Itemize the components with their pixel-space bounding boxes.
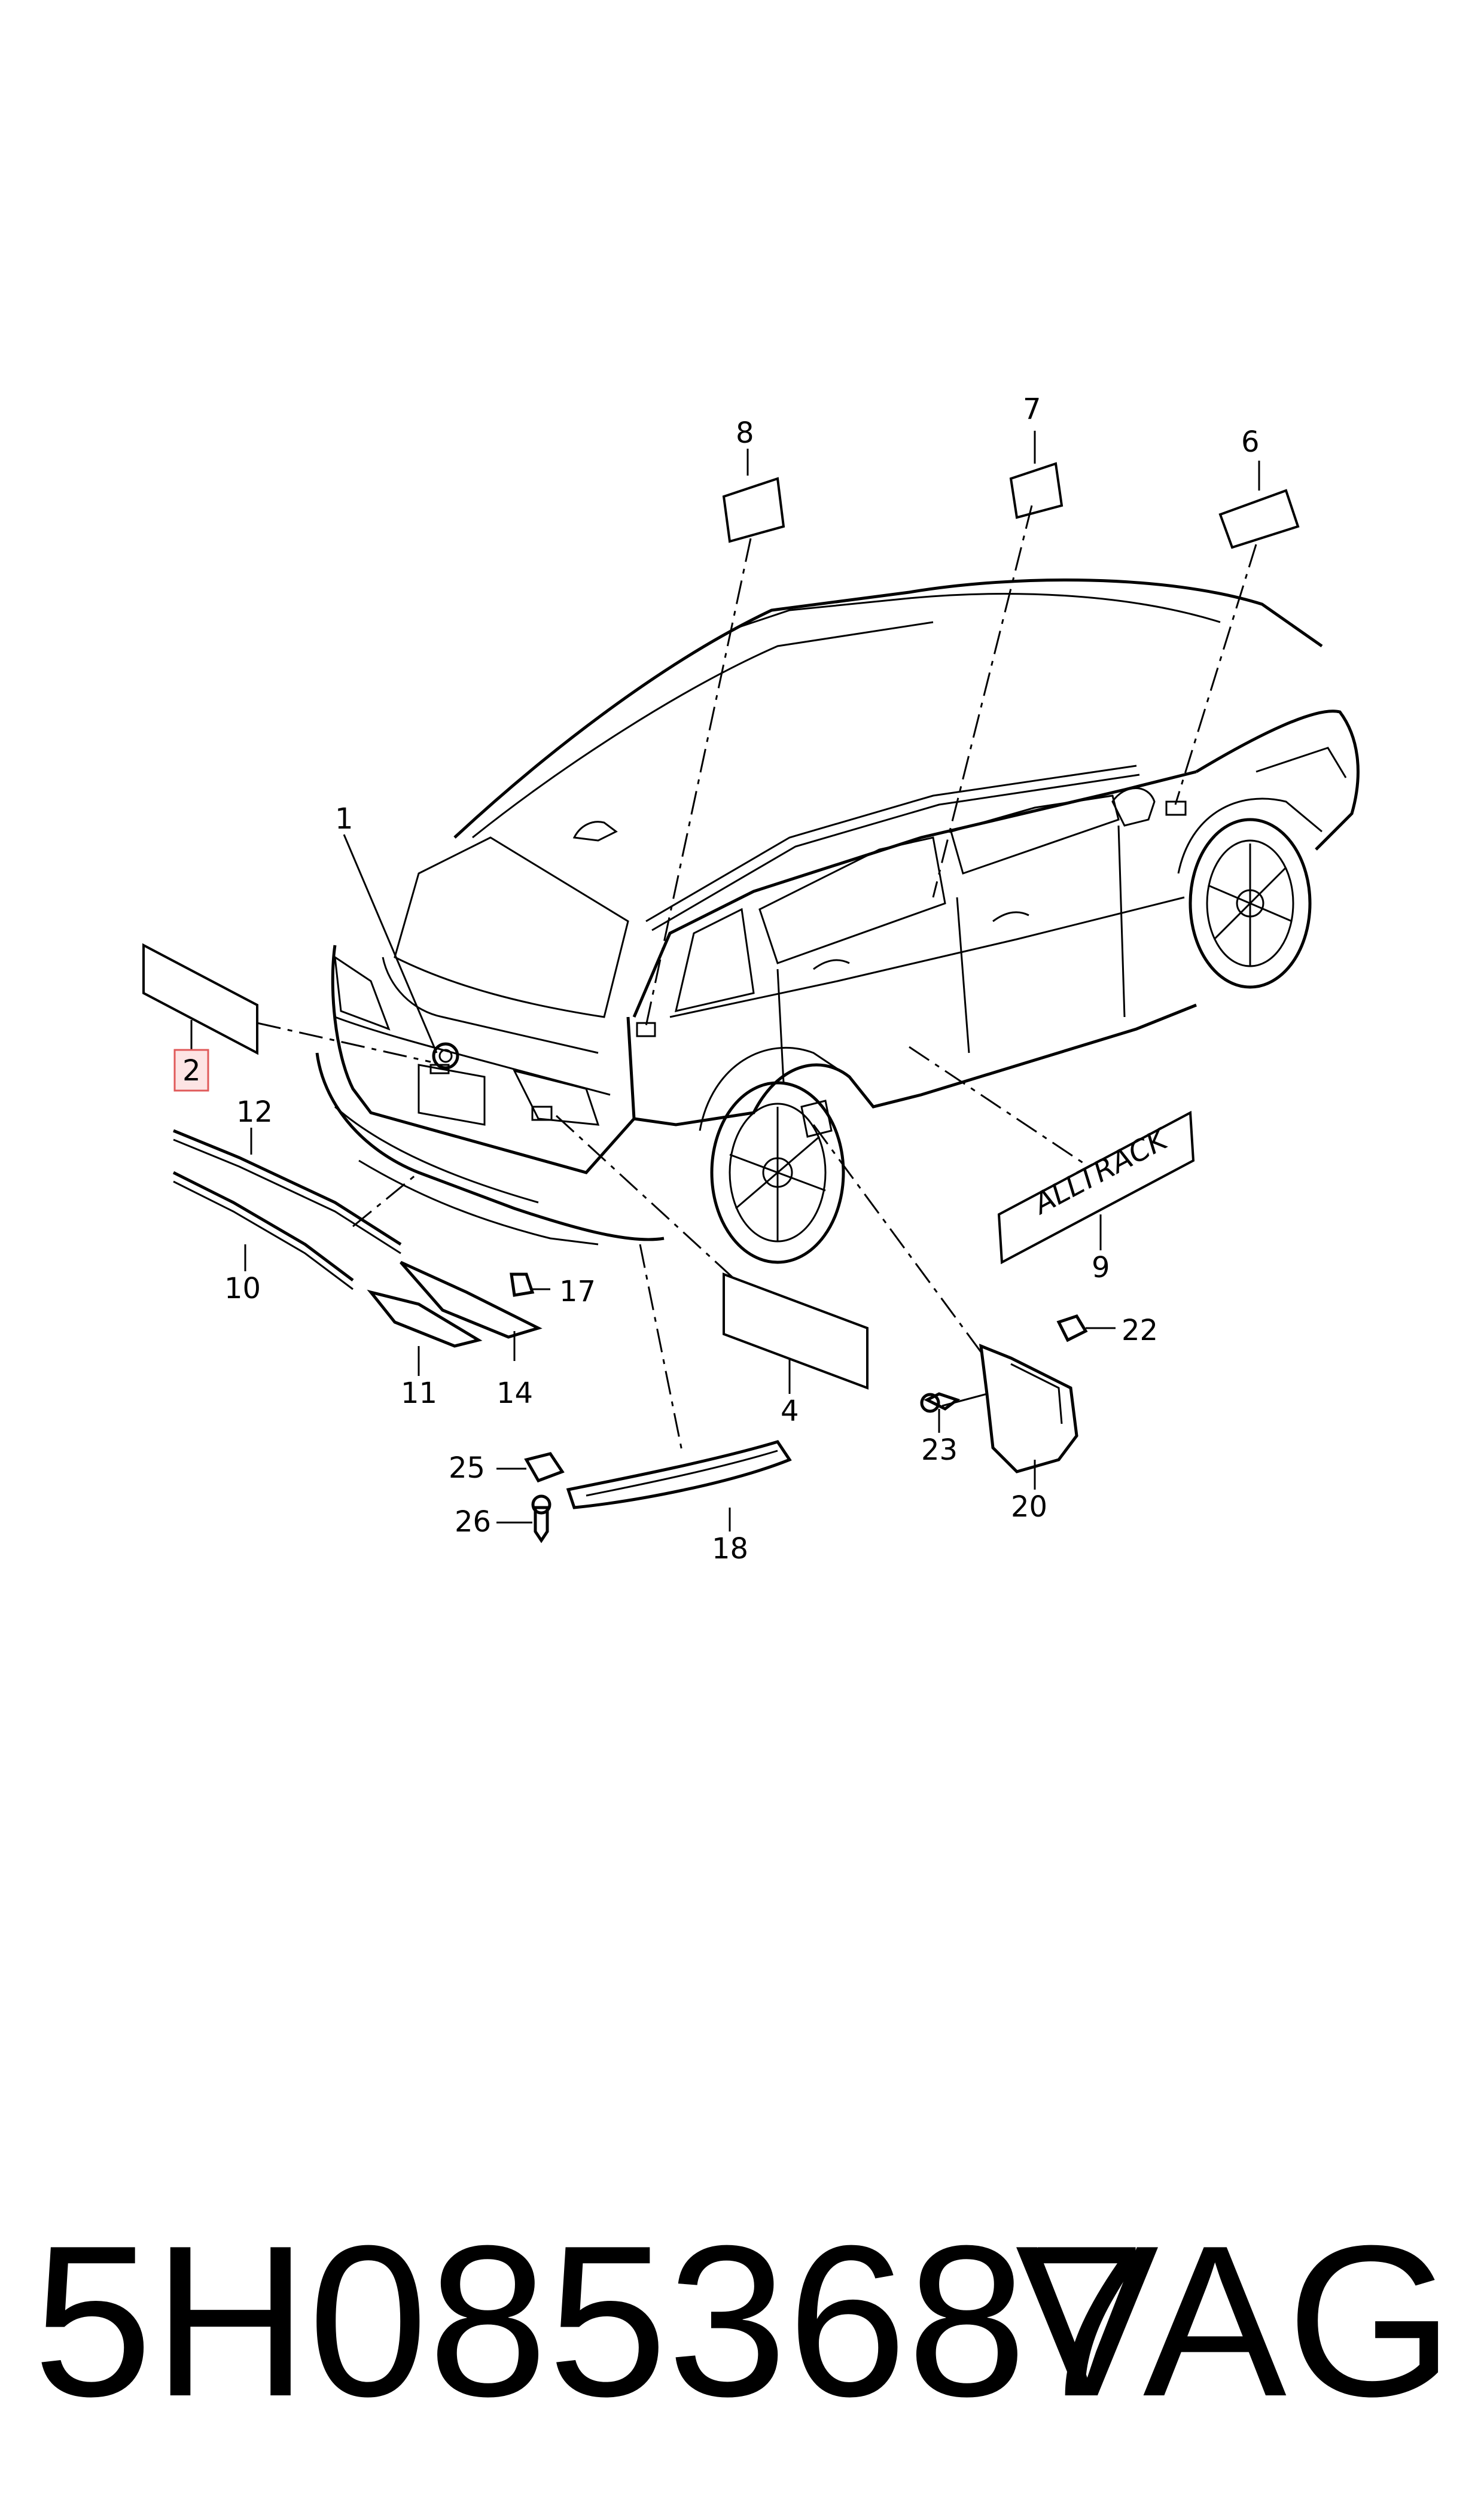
part-17-clip bbox=[510, 1272, 535, 1297]
callout-2: 2 bbox=[182, 1054, 201, 1088]
callout-20: 20 bbox=[1011, 1490, 1047, 1524]
callout-1: 1 bbox=[335, 802, 354, 836]
part-25-clip bbox=[524, 1452, 565, 1483]
callout-10: 10 bbox=[224, 1272, 261, 1305]
part-9-alltrack-emblem-plate bbox=[997, 1110, 1195, 1265]
callout-23: 23 bbox=[921, 1433, 958, 1467]
callout-18: 18 bbox=[712, 1532, 748, 1566]
callout-11: 11 bbox=[401, 1377, 437, 1410]
callout-labels: 1 2 4 6 7 8 9 10 11 12 14 17 18 20 22 23… bbox=[173, 392, 1260, 1566]
part-7-label-plate bbox=[1009, 462, 1064, 519]
callout-6: 6 bbox=[1241, 425, 1260, 459]
callout-8: 8 bbox=[736, 416, 754, 450]
callout-14: 14 bbox=[496, 1377, 533, 1410]
callout-12: 12 bbox=[236, 1095, 273, 1129]
brand-name: VAG bbox=[1015, 2201, 1454, 2441]
part-4-plate bbox=[723, 1272, 869, 1390]
part-22-nut bbox=[1056, 1314, 1088, 1342]
part-14-trim bbox=[400, 1260, 543, 1339]
part-20-mud-flap bbox=[979, 1344, 1078, 1473]
callout-2-highlight bbox=[173, 1049, 209, 1092]
callout-26: 26 bbox=[455, 1505, 491, 1539]
part-10-trim-strip bbox=[172, 1171, 354, 1281]
callout-9: 9 bbox=[1092, 1251, 1110, 1284]
part-18-lower-trim bbox=[566, 1440, 792, 1509]
car-illustration bbox=[315, 578, 1360, 1264]
part-12-trim-strip bbox=[173, 1129, 402, 1246]
callout-7: 7 bbox=[1023, 392, 1041, 426]
part-2-plate bbox=[142, 943, 258, 1055]
part-11-reflector bbox=[367, 1289, 483, 1348]
part-number: 5H0853687 bbox=[33, 2201, 1147, 2441]
leader-lines bbox=[190, 431, 1260, 1531]
callout-17: 17 bbox=[559, 1275, 596, 1308]
part-8-label-plate bbox=[722, 477, 785, 543]
callout-25: 25 bbox=[449, 1451, 485, 1485]
part-26-screw bbox=[534, 1506, 549, 1543]
callout-4: 4 bbox=[781, 1395, 799, 1428]
part-6-label-plate bbox=[1218, 489, 1300, 549]
callout-22: 22 bbox=[1122, 1314, 1158, 1347]
